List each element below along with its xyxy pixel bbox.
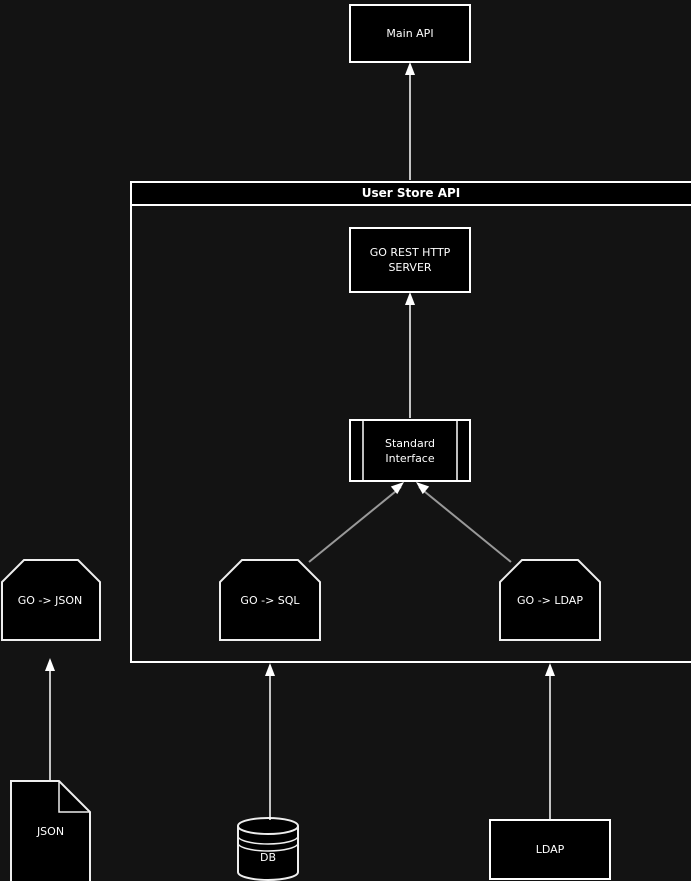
db-cylinder-ring-1 xyxy=(237,835,299,845)
json-file-fold xyxy=(58,781,90,813)
arrow-go-sql-to-interface-line xyxy=(308,486,402,563)
json-file-shape xyxy=(10,780,91,881)
main-api-box xyxy=(349,4,471,63)
go-sql-shape xyxy=(219,559,321,641)
go-ldap-shape xyxy=(499,559,601,641)
arrow-go-sql-to-interface-head xyxy=(390,482,404,495)
user-store-api-titlebar xyxy=(130,181,691,206)
ldap-box xyxy=(489,819,611,880)
db-cylinder-body xyxy=(237,826,299,881)
arrow-db-to-go-sql-head xyxy=(265,663,275,676)
arrow-interface-to-server-head xyxy=(405,292,415,305)
standard-interface-box xyxy=(349,419,471,482)
arrow-go-ldap-to-interface-line xyxy=(418,486,512,563)
db-cylinder-ring-2 xyxy=(237,842,299,852)
go-rest-http-server-box xyxy=(349,227,471,293)
go-json-shape xyxy=(1,559,101,641)
arrow-go-ldap-to-interface-head xyxy=(416,482,430,495)
db-cylinder-top xyxy=(237,817,299,835)
arrow-user-store-to-main-api-head xyxy=(405,62,415,75)
arrow-json-file-to-go-json-head xyxy=(45,658,55,671)
arrow-ldap-to-go-ldap-head xyxy=(545,663,555,676)
